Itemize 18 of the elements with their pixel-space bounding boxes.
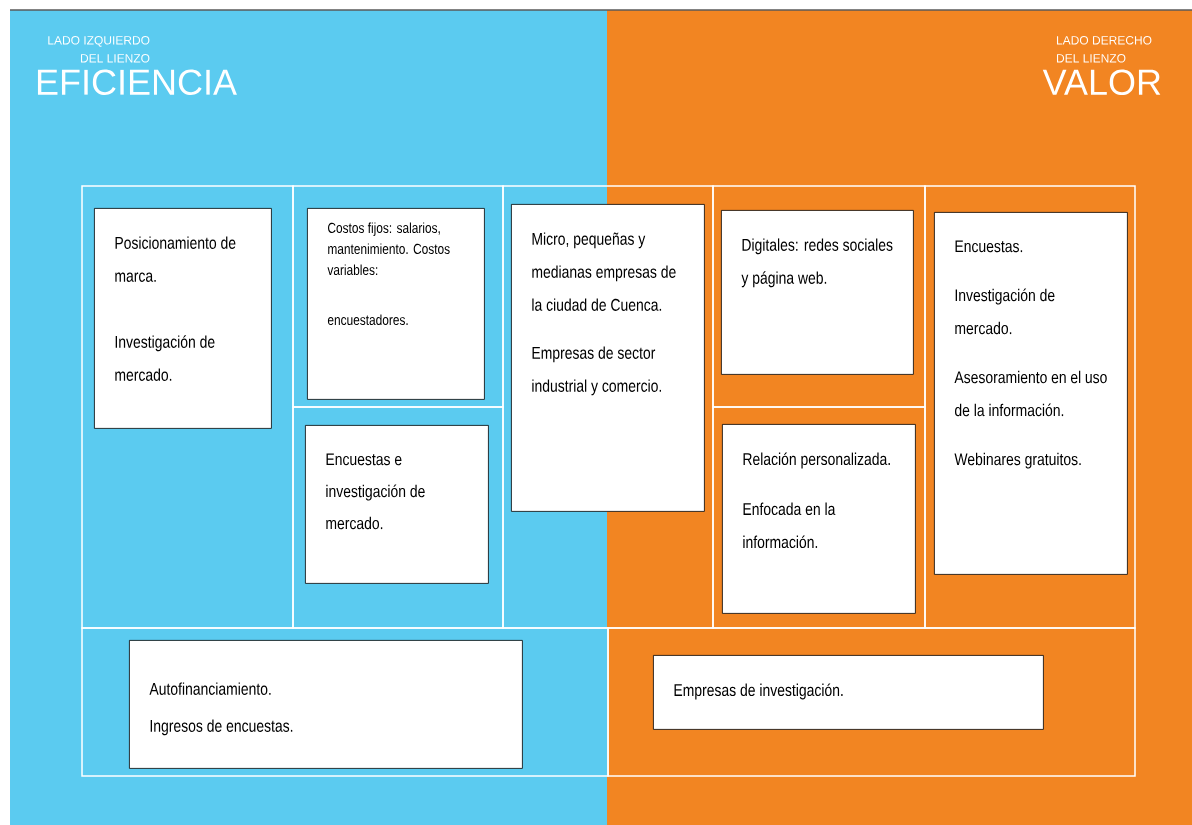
- canvas-cell: [712, 185, 926, 408]
- text-card: Relación personalizada. Enfocada en la información.: [722, 424, 916, 614]
- canvas-cell: [81, 627, 609, 777]
- text-card: Micro, pequeñas y medianas empresas de la ciudad de Cuenca. Empresas de sector industrial y comercio.: [511, 204, 705, 512]
- canvas-cell: [712, 406, 926, 629]
- canvas-cell: [81, 185, 294, 629]
- text-card: Encuestas e investigación de mercado.: [305, 425, 489, 584]
- canvas-cell: [292, 185, 504, 408]
- text-card: Digitales: redes sociales y página web.: [721, 210, 914, 375]
- canvas-cell: [924, 185, 1136, 629]
- text-card: Costos fijos: salarios, mantenimiento. Costos variables: encuestadores.: [307, 208, 485, 400]
- text-card: Autofinanciamiento. Ingresos de encuestas.: [129, 640, 523, 769]
- text-card: Posicionamiento de marca. Investigación de mercado.: [94, 208, 272, 429]
- text-card: Empresas de investigación.: [653, 655, 1044, 730]
- canvas-cell: [502, 185, 714, 629]
- text-card: Encuestas. Investigación de mercado. Asesoramiento en el uso de la información. Webinares gratuitos.: [934, 212, 1128, 575]
- canvas-cell: [292, 406, 504, 629]
- canvas-cell: [607, 627, 1136, 777]
